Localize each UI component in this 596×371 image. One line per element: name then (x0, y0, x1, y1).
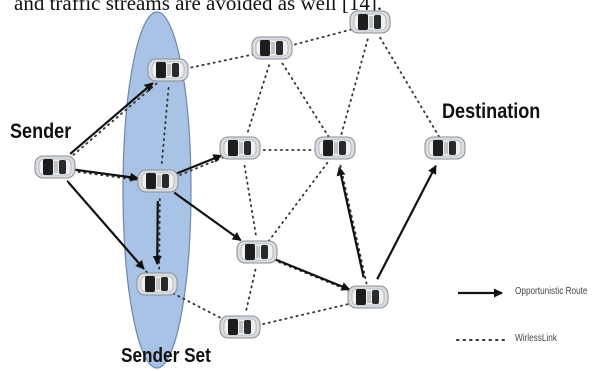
wireless-link-c4-c5 (267, 161, 329, 243)
wireless-link-c3-c4 (340, 38, 369, 136)
caption-text: and traffic streams are avoided as well … (14, 0, 383, 15)
wireless-link-set-bottom-c7 (172, 292, 229, 323)
sender-label: Sender (10, 120, 72, 143)
route-arrow-set-mid-c5 (173, 191, 242, 242)
legend (456, 288, 506, 341)
legend-wireless-label: WirlessLink (515, 333, 557, 344)
wireless-link-set-top-set-mid (160, 87, 170, 168)
node-c4 (314, 136, 356, 160)
route-arrow-set-mid-set-bottom (152, 200, 162, 266)
car-icon (147, 58, 189, 82)
route-arrow-sender-set-bottom (67, 181, 145, 270)
node-c3 (349, 10, 391, 34)
node-c5 (236, 240, 278, 264)
node-set-mid (137, 169, 179, 193)
car-icon (251, 36, 293, 60)
node-c6 (347, 285, 389, 309)
car-icon (219, 315, 261, 339)
node-set-top (147, 58, 189, 82)
node-c1 (251, 36, 293, 60)
wireless-link-c7-c6 (256, 301, 356, 327)
wireless-link-c2-c5 (243, 164, 258, 240)
car-icon (314, 136, 356, 160)
wireless-link-set-top-c1 (184, 52, 260, 70)
route-arrow-set-mid-c2 (176, 154, 223, 175)
wireless-link-c5-c7 (244, 268, 257, 315)
car-icon (236, 240, 278, 264)
route-arrow-c5-c6 (275, 258, 351, 291)
route-arrow-c6-destination (376, 164, 437, 280)
node-set-bottom (136, 272, 178, 296)
route-arrow-sender-set-top (69, 82, 154, 155)
wireless-link-set-mid-set-bottom (158, 198, 161, 271)
destination-label: Destination (442, 100, 541, 123)
car-icon (349, 10, 391, 34)
route-arrow-sender-set-mid (74, 168, 140, 182)
node-destination (424, 136, 466, 160)
vehicle-nodes (34, 10, 466, 339)
wireless-link-c4-c6 (339, 164, 368, 285)
node-sender (34, 155, 76, 179)
car-icon (34, 155, 76, 179)
node-c2 (219, 136, 261, 160)
car-icon (219, 136, 261, 160)
sender-set-label: Sender Set (121, 345, 211, 367)
wireless-link-c1-c4 (281, 62, 330, 138)
wireless-link-sender-set-top (68, 81, 159, 160)
wireless-link-c3-destination (379, 36, 440, 138)
legend-route-label: Opportunistic Route (515, 286, 588, 297)
car-icon (137, 169, 179, 193)
wireless-link-c1-c3 (288, 27, 358, 47)
node-c7 (219, 315, 261, 339)
wireless-link-sender-set-mid (71, 170, 146, 182)
wireless-link-c1-c2 (245, 64, 271, 136)
route-arrow-c6-c4 (336, 166, 365, 278)
wireless-link-c5-c6 (272, 259, 357, 294)
car-icon (136, 272, 178, 296)
opportunistic-routes (67, 82, 437, 291)
car-icon (347, 285, 389, 309)
car-icon (424, 136, 466, 160)
